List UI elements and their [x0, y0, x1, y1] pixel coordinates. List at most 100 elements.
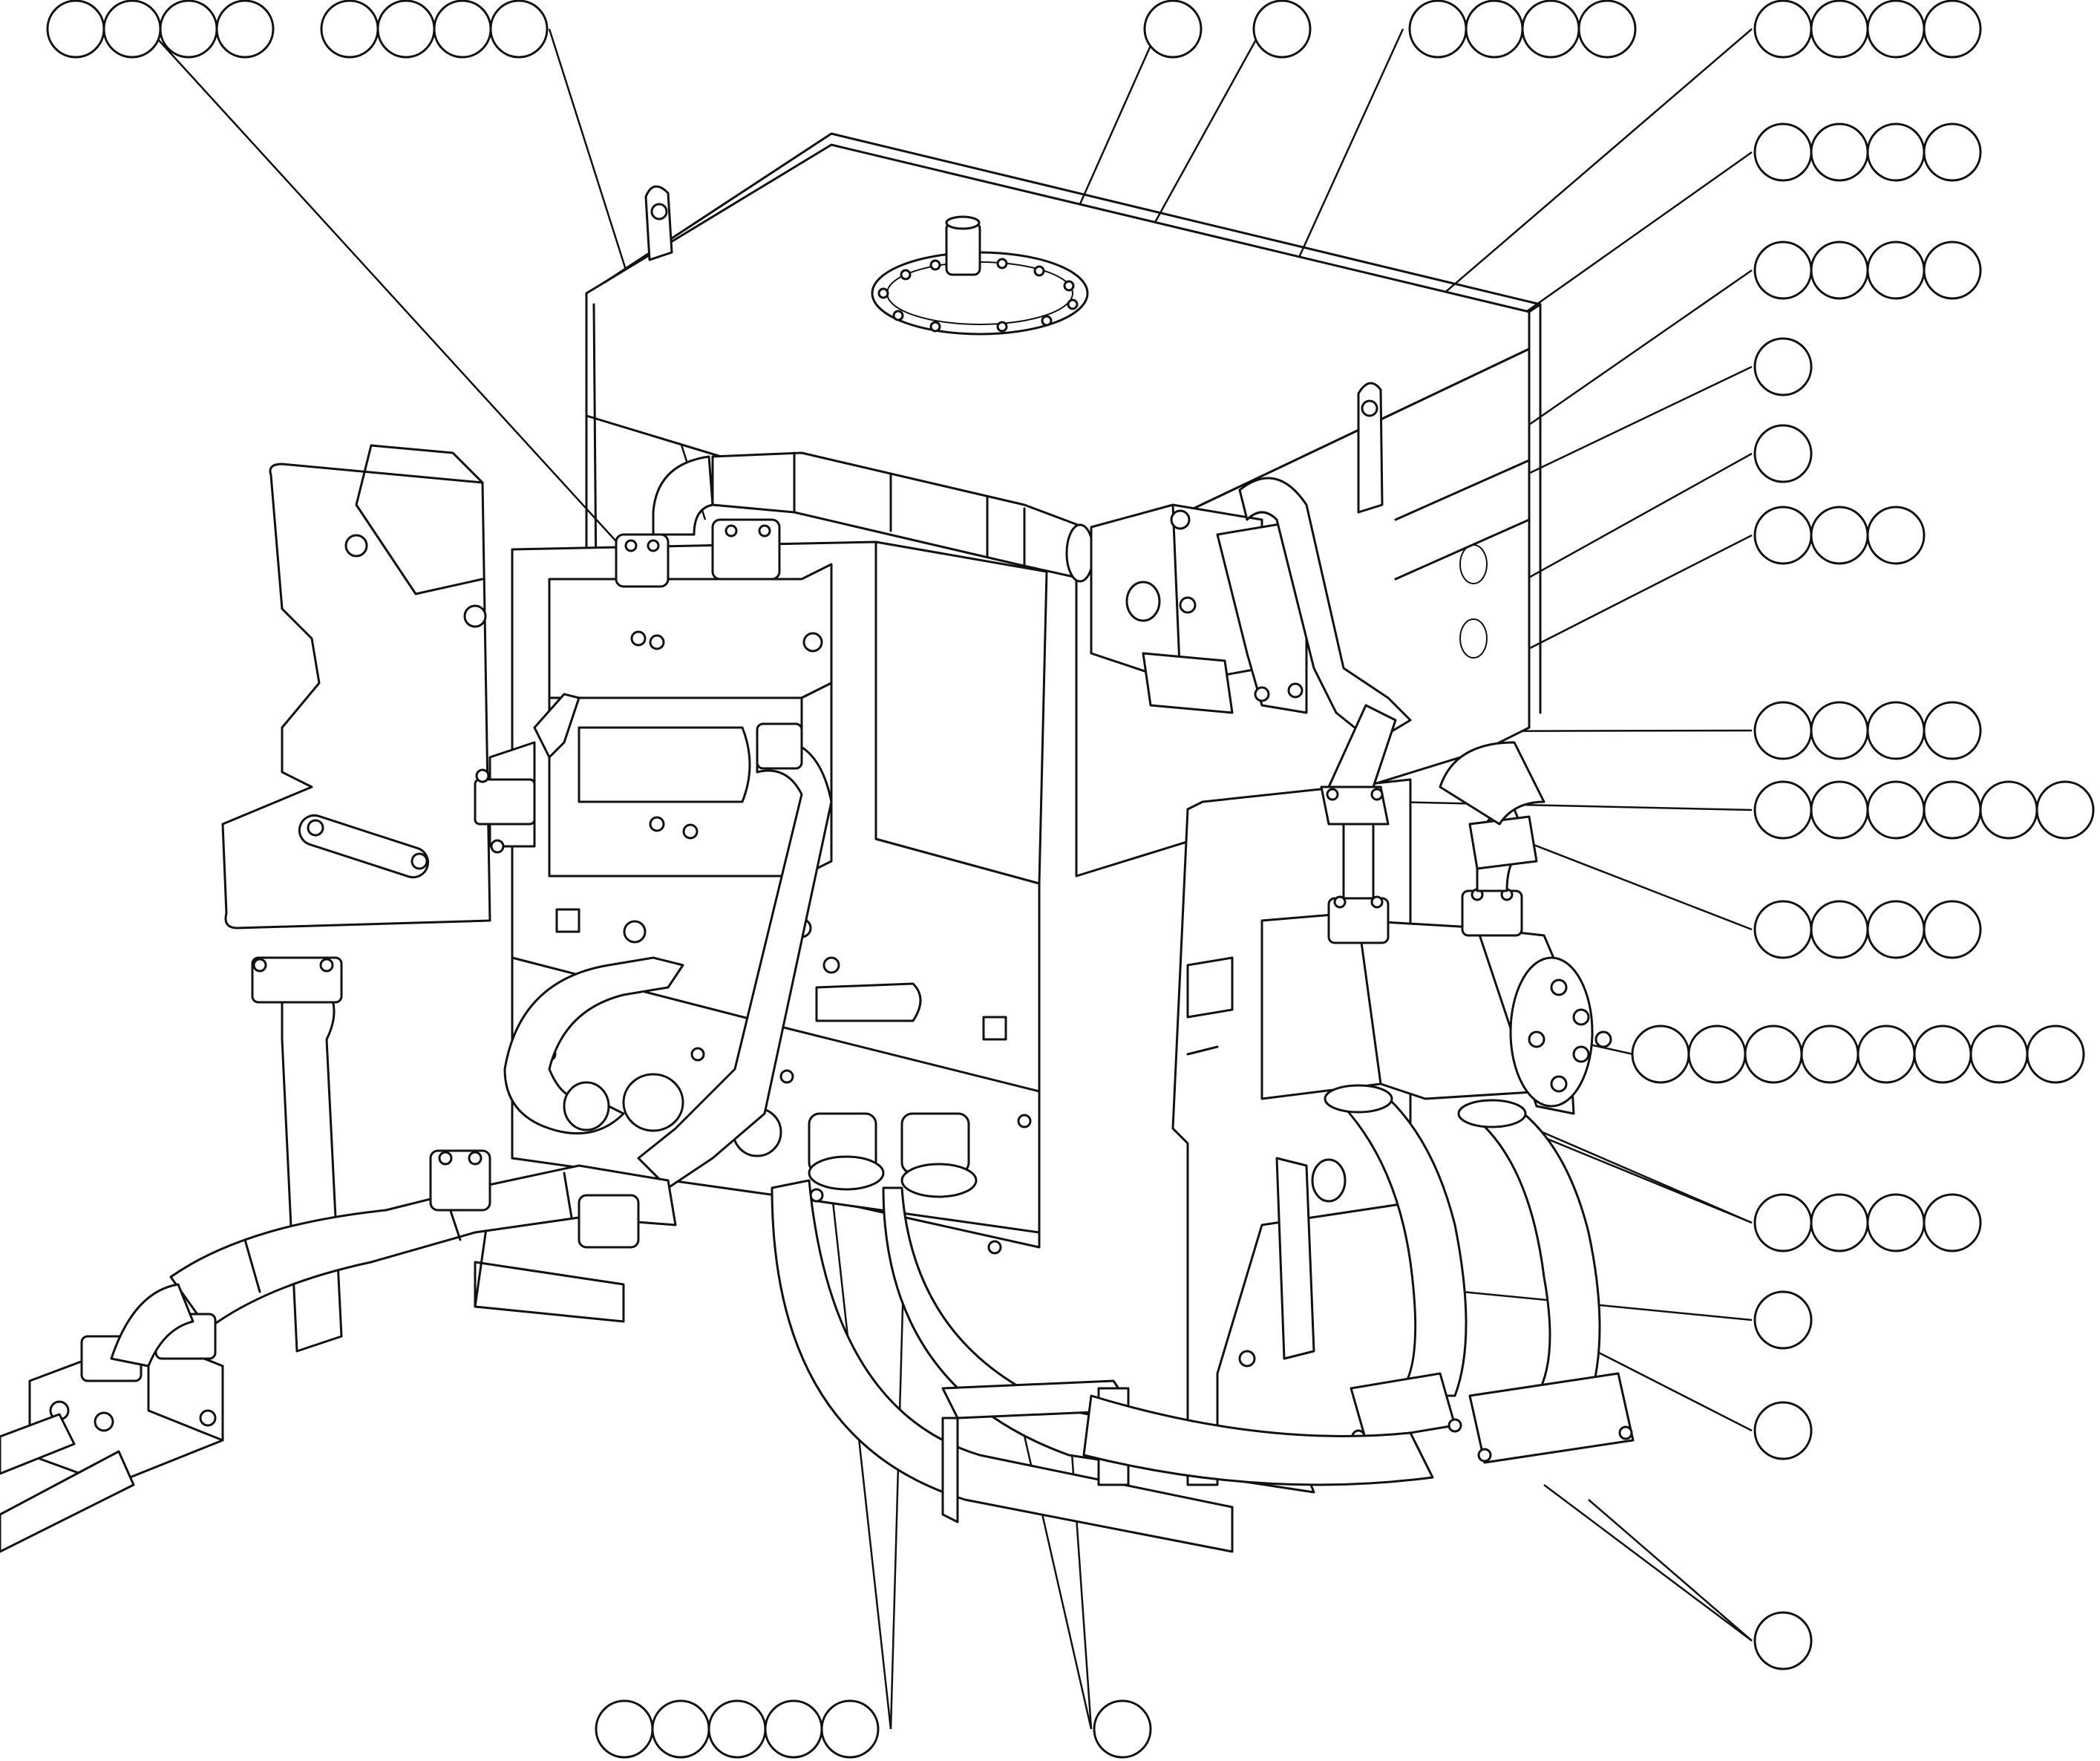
callout-bubble	[1866, 701, 1926, 760]
callout-group	[1753, 506, 1926, 565]
callout-bubble	[1753, 1611, 1813, 1670]
leader-line	[1588, 1499, 1753, 1641]
callout-bubble	[1857, 1025, 1916, 1084]
callout-bubble	[1744, 1025, 1803, 1084]
callout-bubble	[1923, 1193, 1982, 1252]
callout-group	[1093, 1699, 1152, 1759]
callout-bubble	[1866, 241, 1926, 300]
callout-group	[1753, 1401, 1813, 1460]
callout-bubble	[1753, 1401, 1813, 1460]
callout-group	[1631, 1025, 2085, 1084]
callout-bubble	[707, 1699, 767, 1759]
callout-bubble	[1753, 506, 1813, 565]
callout-group	[1753, 1193, 1982, 1252]
callout-bubble	[1810, 780, 1869, 840]
callout-bubble	[1753, 1290, 1813, 1350]
callout-bubble	[2035, 780, 2095, 840]
callout-group	[1753, 701, 1982, 760]
callout-bubble	[1093, 1699, 1152, 1759]
callout-bubble	[1866, 780, 1926, 840]
callout-bubble	[376, 0, 436, 59]
leader-line	[1462, 1290, 1753, 1321]
valve-drop-hose	[637, 722, 833, 1189]
callout-bubble	[1923, 241, 1982, 300]
callout-bubble	[2026, 1025, 2085, 1084]
callout-bubble	[1753, 0, 1813, 59]
callout-bubble	[1810, 0, 1869, 59]
callout-bubble	[1866, 900, 1926, 959]
callout-bubble	[1923, 900, 1982, 959]
callout-bubble	[1923, 122, 1982, 182]
callout-bubble	[1143, 0, 1203, 59]
leader-line	[1015, 1402, 1093, 1730]
callout-bubble	[1753, 1193, 1813, 1252]
callout-bubble	[651, 1699, 710, 1759]
callout-group	[1408, 0, 1637, 59]
callout-bubble	[1979, 780, 2038, 840]
callout-bubble	[489, 0, 549, 59]
callout-bubble	[1577, 0, 1637, 59]
callout-bubble	[1810, 122, 1869, 182]
callout-bubble	[1810, 900, 1869, 959]
callout-bubble	[320, 0, 379, 59]
callout-bubble	[1810, 241, 1869, 300]
left-side-hose-clamp	[474, 693, 580, 854]
callout-group	[1753, 122, 1982, 182]
left-return-hose	[503, 956, 684, 1135]
callout-bubble	[1800, 1025, 1859, 1084]
callout-bubble	[1753, 900, 1813, 959]
leader-line	[148, 28, 624, 550]
left-mounting-bracket	[221, 444, 491, 929]
right-pump-motor	[1260, 704, 1612, 1115]
callout-group	[1753, 1290, 1813, 1350]
callout-group	[1753, 0, 1982, 59]
callout-bubble	[46, 0, 105, 59]
left-valve-block	[548, 455, 833, 878]
callout-bubble	[1753, 780, 1813, 840]
callout-bubble	[1753, 241, 1813, 300]
right-top-block	[1090, 477, 1412, 744]
callout-bubble	[1810, 1193, 1869, 1252]
callout-bubble	[1866, 0, 1926, 59]
callout-bubble	[215, 0, 275, 59]
callout-group	[595, 1699, 880, 1759]
callout-bubble	[1866, 122, 1926, 182]
leader-line	[1499, 830, 1753, 931]
callout-bubble	[1969, 1025, 2029, 1084]
callout-bubble	[1687, 1025, 1747, 1084]
callout-bubble	[1923, 701, 1982, 760]
callout-group	[1753, 241, 1982, 300]
callout-bubble	[1753, 424, 1813, 483]
callout-bubbles	[46, 0, 2095, 1759]
leader-line	[830, 1187, 892, 1730]
callout-bubble	[1913, 1025, 1972, 1084]
callout-bubble	[1810, 701, 1869, 760]
callout-group	[46, 0, 275, 59]
callout-group	[1753, 900, 1982, 959]
right-lower-hoses	[1082, 1084, 1635, 1486]
callout-bubble	[1631, 1025, 1690, 1084]
leader-line	[1067, 1410, 1093, 1730]
callout-bubble	[102, 0, 162, 59]
callout-bubble	[1753, 337, 1813, 396]
leader-line	[1543, 1484, 1753, 1641]
callout-bubble	[1521, 0, 1580, 59]
callout-bubble	[1753, 701, 1813, 760]
callout-bubble	[820, 1699, 880, 1759]
callout-bubble	[1408, 0, 1468, 59]
callout-bubble	[1866, 1193, 1926, 1252]
callout-bubble	[595, 1699, 654, 1759]
callout-bubble	[1465, 0, 1524, 59]
leader-line	[1595, 1350, 1753, 1432]
callout-group	[1753, 780, 2095, 840]
callout-group	[1753, 424, 1813, 483]
callout-bubble	[159, 0, 218, 59]
callout-bubble	[1923, 0, 1982, 59]
left-hose-assembly	[0, 956, 677, 1553]
callout-group	[1753, 1611, 1813, 1670]
leader-line	[1387, 800, 1753, 811]
top-suction-hose	[711, 451, 1095, 583]
callout-group	[1753, 337, 1813, 396]
